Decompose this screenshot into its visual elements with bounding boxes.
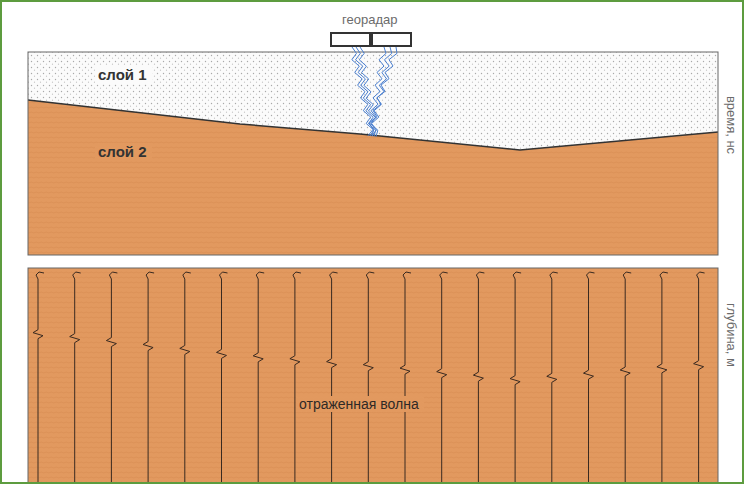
radar-trace — [290, 272, 301, 484]
radar-trace — [253, 272, 264, 484]
radar-trace — [510, 272, 521, 484]
node-label: слой 2 — [95, 143, 152, 160]
axis-label: время, нс — [724, 96, 739, 154]
radar-trace — [473, 272, 484, 484]
panel-frame — [28, 52, 718, 255]
radar-trace — [106, 272, 117, 484]
radar-trace — [33, 272, 44, 484]
radar-trace — [363, 272, 374, 484]
radar-trace — [400, 272, 411, 484]
radargram-panel: отраженная волна — [296, 396, 424, 412]
radar-trace — [584, 272, 595, 484]
radar-ray — [372, 47, 392, 136]
radar-traces — [33, 272, 705, 484]
radar-trace — [180, 272, 191, 484]
radar-ray — [368, 47, 397, 136]
radar-trace — [620, 272, 631, 484]
antenna-box — [372, 33, 411, 46]
layer-band: слой 2 — [95, 143, 152, 160]
radar-trace — [143, 272, 154, 484]
radar-trace — [694, 272, 705, 484]
node-label: слой 1 — [95, 66, 152, 83]
radar-device: георадар — [339, 12, 403, 27]
layer-2-ground — [28, 52, 718, 255]
node-label: георадар — [339, 12, 403, 27]
layer-band: слой 1 — [95, 66, 152, 83]
antenna-box — [331, 33, 370, 46]
radargram-ground — [28, 268, 718, 484]
radar-rays — [352, 47, 397, 137]
radar-trace — [437, 272, 448, 484]
radar-trace — [217, 272, 228, 484]
node-label: отраженная волна — [296, 396, 424, 412]
axis-label: глубина, м — [724, 303, 739, 367]
radar-trace — [70, 272, 81, 484]
radar-trace — [547, 272, 558, 484]
radar-trace — [657, 272, 668, 484]
radar-trace — [327, 272, 338, 484]
